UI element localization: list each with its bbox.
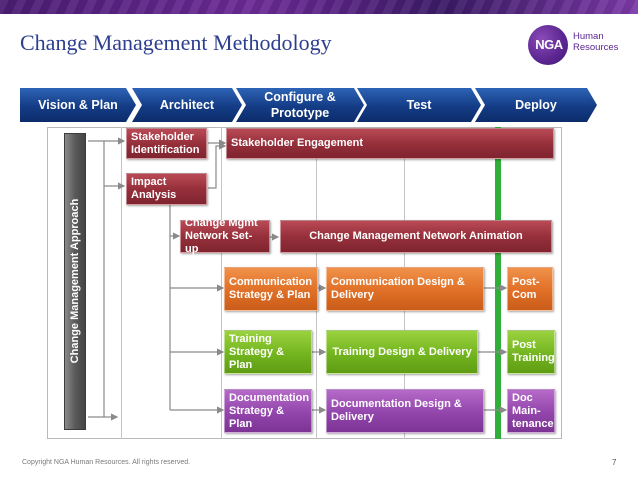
post-training-box: Post Training xyxy=(507,330,555,374)
arrow-to-network-setup xyxy=(169,205,181,240)
deploy-marker-line xyxy=(495,127,501,439)
training-strategy-box: Training Strategy & Plan xyxy=(224,330,312,374)
phase-deploy: Deploy xyxy=(475,88,597,122)
phase-vision-plan: Vision & Plan xyxy=(20,88,136,122)
change-mgmt-network-animation-box: Change Management Network Animation xyxy=(280,220,552,253)
nga-logo: NGA Human Resources xyxy=(528,25,628,65)
approach-side-bar xyxy=(64,133,86,430)
post-com-box: Post-Com xyxy=(507,267,553,311)
logo-circle-icon xyxy=(528,25,568,65)
page-number: 7 xyxy=(612,458,617,467)
grid-divider xyxy=(121,127,122,439)
stakeholder-identification-box: Stakeholder Identification xyxy=(126,128,207,159)
documentation-design-box: Documentation Design & Delivery xyxy=(326,389,484,433)
change-mgmt-network-setup-box: Change Mgmt Network Set-up xyxy=(180,217,270,255)
side-bracket xyxy=(88,140,105,418)
page-title: Change Management Methodology xyxy=(20,30,332,55)
stakeholder-engagement-box: Stakeholder Engagement xyxy=(226,128,554,159)
copyright-text: Copyright NGA Human Resources. All right… xyxy=(22,459,191,466)
phase-configure-prototype: Configure & Prototype xyxy=(236,88,364,122)
phase-test: Test xyxy=(357,88,481,122)
grid-divider xyxy=(221,127,222,439)
training-design-box: Training Design & Delivery xyxy=(326,330,478,374)
arrow-impact-to-engagement xyxy=(208,142,227,189)
communication-strategy-box: Communication Strategy & Plan xyxy=(224,267,318,311)
phase-architect: Architect xyxy=(132,88,242,122)
impact-analysis-box: Impact Analysis xyxy=(126,173,207,205)
communication-design-box: Communication Design & Delivery xyxy=(326,267,484,311)
logo-mark: NGA xyxy=(535,37,563,52)
documentation-strategy-box: Documentation Strategy & Plan xyxy=(224,389,312,433)
doc-maintenance-box: Doc Main- tenance xyxy=(507,389,555,433)
logo-text: Human Resources xyxy=(573,31,619,53)
top-banner xyxy=(0,0,638,14)
